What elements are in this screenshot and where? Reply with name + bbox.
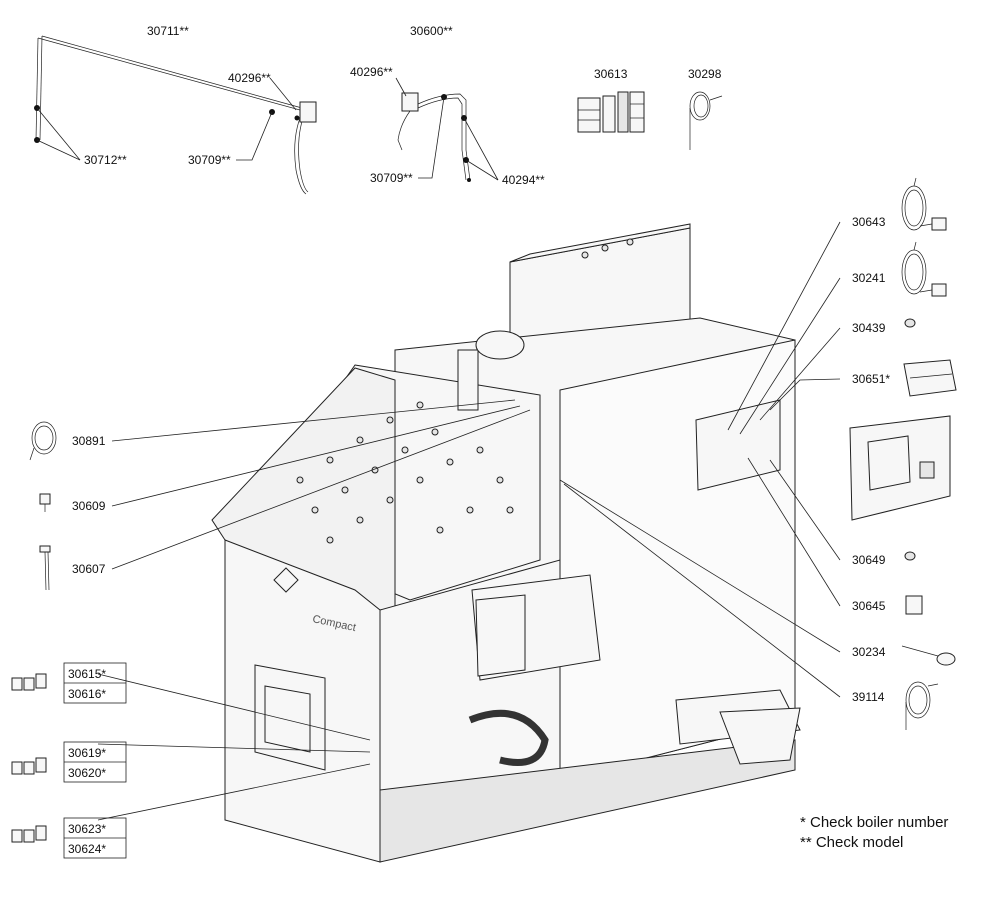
callout-30607: 30607 <box>72 562 106 576</box>
callout-30439: 30439 <box>852 321 886 335</box>
callout-30891: 30891 <box>72 434 106 448</box>
right-column-parts <box>849 177 957 730</box>
callout-30600: 30600** <box>410 24 453 38</box>
callout-30643: 30643 <box>852 215 886 229</box>
callout-30613: 30613 <box>594 67 628 81</box>
callout-30623: 30623* <box>68 822 106 836</box>
leaders-boiler <box>97 221 841 821</box>
left-column-parts <box>11 421 57 843</box>
leaders-top-middle <box>395 77 499 181</box>
boiler-body <box>211 223 801 863</box>
callout-30624: 30624* <box>68 842 106 856</box>
callout-30709-left: 30709** <box>188 153 231 167</box>
callout-30649: 30649 <box>852 553 886 567</box>
callout-30651: 30651* <box>852 372 890 386</box>
callout-30241: 30241 <box>852 271 886 285</box>
callout-30712: 30712** <box>84 153 127 167</box>
sensor-cable-assembly-30600 <box>397 92 471 182</box>
legend-double-star: ** Check model <box>800 834 904 851</box>
callout-40296-right: 40296** <box>350 65 393 79</box>
callout-30645: 30645 <box>852 599 886 613</box>
sensor-cable-assembly-30711 <box>34 35 317 195</box>
callout-30234: 30234 <box>852 645 886 659</box>
callout-30711: 30711** <box>147 24 189 38</box>
callout-30619: 30619* <box>68 746 106 760</box>
callout-30709-right: 30709** <box>370 171 413 185</box>
coiled-sensor-30298 <box>689 91 723 150</box>
callout-30298: 30298 <box>688 67 722 81</box>
callout-39114: 39114 <box>852 690 885 704</box>
callout-30609: 30609 <box>72 499 106 513</box>
leaders-top-left <box>36 77 297 161</box>
boiler-logo <box>273 567 299 593</box>
connector-blocks-30613 <box>577 91 645 133</box>
legend-single-star: * Check boiler number <box>800 814 949 831</box>
callout-30615: 30615* <box>68 667 106 681</box>
callout-boxes <box>63 662 127 859</box>
panel-perforations <box>296 401 514 544</box>
callout-40294: 40294** <box>502 173 545 187</box>
callout-40296-left: 40296** <box>228 71 271 85</box>
callout-30620: 30620* <box>68 766 106 780</box>
callout-30616: 30616* <box>68 687 106 701</box>
